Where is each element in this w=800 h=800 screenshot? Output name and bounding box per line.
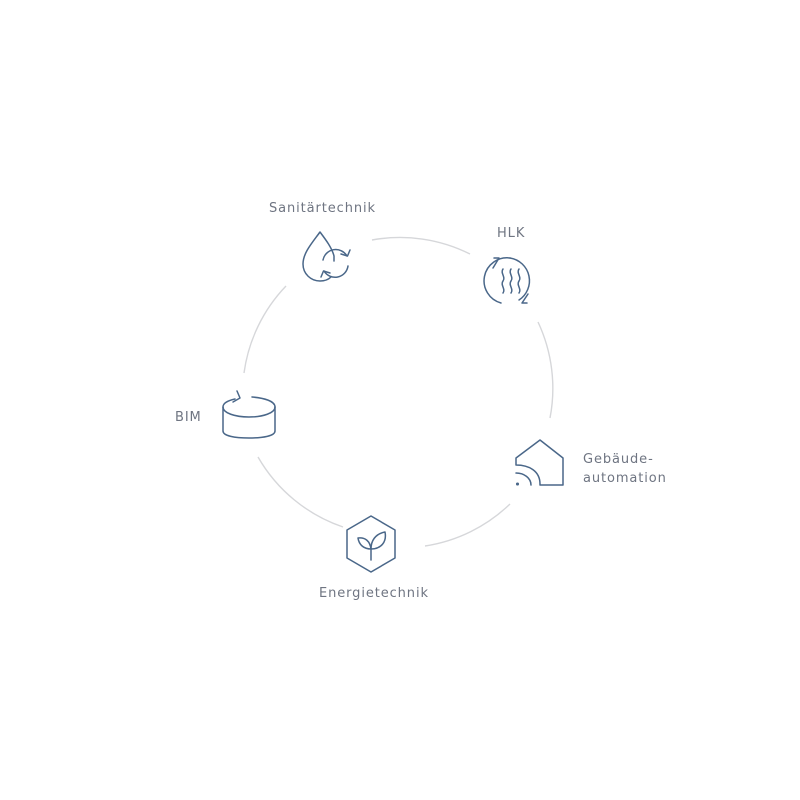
heat-cycle-icon (483, 257, 531, 304)
ring-segment-right-lower (424, 503, 511, 547)
ring-segment-right-upper (537, 321, 554, 419)
bim-label: BIM (175, 408, 202, 427)
sanitaertechnik-label: Sanitärtechnik (269, 199, 376, 218)
smart-house-icon (515, 439, 564, 486)
ring-segment-left-upper (243, 285, 287, 374)
energietechnik-label: Energietechnik (319, 584, 429, 603)
water-drop-cycle-icon (302, 231, 351, 282)
cycle-ring (243, 236, 554, 547)
cylinder-cycle-icon (222, 390, 276, 439)
sanitaertechnik-text: Sanitärtechnik (269, 201, 376, 216)
gebaeudeautomation-text-line2: automation (583, 471, 667, 486)
gebaeudeautomation-label: Gebäude- automation (583, 450, 667, 488)
gebaeudeautomation-text-line1: Gebäude- (583, 452, 654, 467)
hlk-label: HLK (497, 224, 525, 243)
hexagon-sprout-icon (346, 515, 396, 573)
energietechnik-text: Energietechnik (319, 586, 429, 601)
ring-segment-left-lower (257, 456, 344, 528)
ring-segment-top (371, 236, 471, 255)
hlk-text: HLK (497, 226, 526, 241)
bim-text: BIM (175, 410, 202, 425)
